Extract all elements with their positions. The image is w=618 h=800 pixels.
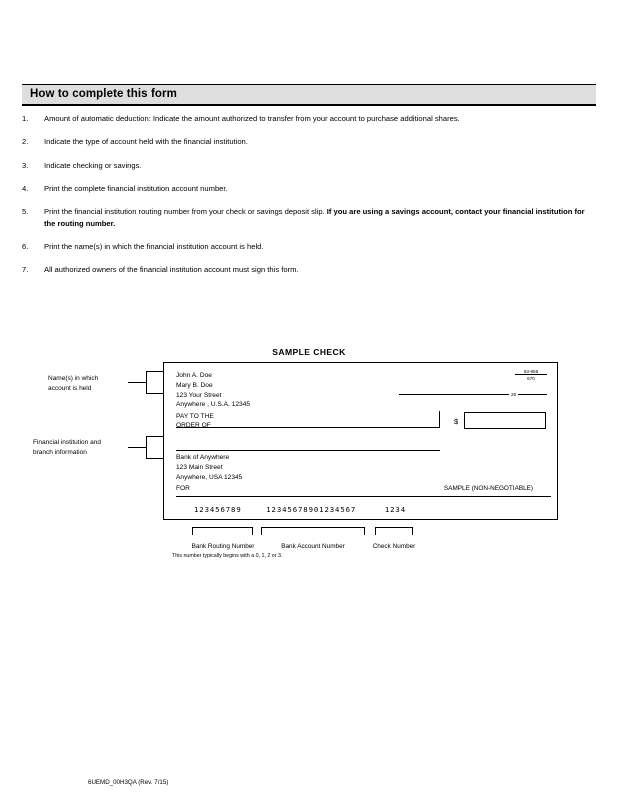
amount-box (464, 412, 546, 429)
sample-check-figure: John A. Doe Mary B. Doe 123 Your Street … (163, 362, 558, 520)
micr-line: 123456789 12345678901234567 1234 (194, 505, 406, 514)
written-amount-rule (176, 450, 440, 451)
list-item-text-plain: Indicate checking or savings. (44, 160, 142, 170)
list-item-text: Print the financial institution routing … (44, 206, 596, 230)
payer-street: 123 Your Street (176, 391, 222, 399)
bank-city-state-zip: Anywhere, USA 12345 (176, 473, 243, 481)
callout-label-names: Name(s) in which account is held (48, 374, 126, 394)
bracket-account-right (364, 527, 365, 535)
check-fraction: 63-858 670 (515, 369, 547, 381)
signature-rule (420, 496, 551, 497)
list-item: 6. Print the name(s) in which the financ… (22, 241, 596, 253)
bracket-routing-right (252, 527, 253, 535)
non-negotiable-label: SAMPLE (NON-NEGOTIABLE) (443, 485, 534, 492)
list-item-number: 3. (22, 160, 29, 170)
list-item-text-bold: If you are using a savings account, cont… (44, 207, 585, 228)
list-item: 5. Print the financial institution routi… (22, 206, 596, 230)
check-fraction-numerator: 63-858 (523, 369, 539, 374)
list-item-number: 1. (22, 114, 29, 123)
label-check-number: Check Number (372, 543, 416, 550)
form-id-footer: 6UEMD_00H3QA (Rev. 7/15) (88, 779, 169, 786)
callout-bank-line1: Financial institution and (33, 439, 101, 446)
list-item-text-plain: Print the financial institution routing … (44, 207, 327, 217)
pay-to-order-label-line2: ORDER OF (176, 422, 211, 430)
bank-street: 123 Main Street (176, 463, 223, 471)
label-account-number: Bank Account Number (281, 543, 345, 550)
micr-check-number: 1234 (384, 505, 406, 514)
micr-account-number: 12345678901234567 (266, 505, 357, 514)
bracket-account-left (261, 527, 262, 535)
check-fraction-denominator: 670 (515, 374, 547, 381)
bracket-check-right (412, 527, 413, 535)
bracket-check-left (375, 527, 376, 535)
dollar-sign-symbol: $ (454, 417, 459, 426)
callout-names-line1: Name(s) in which (48, 375, 99, 382)
payee-rule (176, 427, 440, 428)
list-item-number: 7. (22, 265, 29, 275)
list-item: 7. All authorized owners of the financia… (22, 264, 596, 276)
pay-to-order-label-line1: PAY TO THE (176, 413, 214, 420)
page-title: How to complete this form (30, 88, 177, 100)
list-item-number: 5. (22, 207, 29, 217)
payer-address-block: John A. Doe Mary B. Doe 123 Your Street … (176, 371, 250, 410)
pay-to-order-label: PAY TO THE ORDER OF (176, 412, 214, 430)
list-item-number: 6. (22, 242, 29, 252)
bank-name: Bank of Anywhere (176, 454, 230, 461)
list-item-text-plain: Indicate the type of account held with t… (44, 137, 248, 147)
callout-names-bracket-stem (146, 371, 147, 394)
callout-names-bracket-bottom (146, 393, 163, 394)
label-routing-number: Bank Routing Number (191, 543, 255, 550)
memo-rule (176, 496, 428, 497)
list-item-text-plain: Amount of automatic deduction: Indicate … (44, 114, 460, 123)
callout-label-bank: Financial institution and branch informa… (33, 438, 129, 458)
list-item: 2. Indicate the type of account held wit… (22, 136, 596, 148)
list-item-text: Indicate checking or savings. (44, 160, 596, 172)
payer-city-state-zip: Anywhere , U.S.A. 12345 (176, 401, 251, 409)
list-item-number: 2. (22, 137, 29, 147)
date-century-marker: 20 (511, 393, 517, 398)
callout-bank-leader-line (128, 447, 146, 448)
callout-bank-bracket-stem (146, 436, 147, 459)
list-item: 4. Print the complete financial institut… (22, 183, 596, 195)
callout-names-bracket-top (146, 371, 163, 372)
list-item-text: Indicate the type of account held with t… (44, 136, 596, 148)
list-item-text-plain: Print the name(s) in which the financial… (44, 242, 264, 252)
callout-names-leader-line (128, 382, 146, 383)
bracket-routing-left (192, 527, 193, 535)
list-item: 3. Indicate checking or savings. (22, 160, 596, 172)
callout-bank-bracket-bottom (146, 458, 163, 459)
list-item-text: Print the complete financial institution… (44, 183, 596, 195)
bracket-account-top (261, 527, 365, 528)
callout-bank-line2: branch information (33, 448, 87, 456)
payer-name-2: Mary B. Doe (176, 381, 213, 389)
section-header-bar: How to complete this form (22, 84, 596, 106)
list-item-text: Print the name(s) in which the financial… (44, 241, 596, 253)
date-rule-right (518, 393, 547, 395)
list-item-text: Amount of automatic deduction: Indicate … (44, 113, 596, 125)
micr-routing-number: 123456789 (194, 505, 242, 514)
routing-number-footnote: This number typically begins with a 0, 1… (172, 553, 283, 559)
instructions-list: 1. Amount of automatic deduction: Indica… (22, 113, 596, 288)
list-item-text-plain: All authorized owners of the financial i… (44, 265, 299, 275)
memo-for-label: FOR (176, 485, 190, 492)
list-item-text: All authorized owners of the financial i… (44, 264, 596, 276)
list-item-text-plain: Print the complete financial institution… (44, 183, 228, 193)
payer-name-1: John A. Doe (176, 372, 212, 379)
bracket-check-number (375, 527, 413, 536)
bracket-check-top (375, 527, 413, 528)
bracket-routing-top (192, 527, 253, 528)
bracket-account-number (261, 527, 365, 536)
list-item: 1. Amount of automatic deduction: Indica… (22, 113, 596, 125)
list-item-number: 4. (22, 183, 29, 193)
callout-bank-bracket-top (146, 436, 163, 437)
payee-end-tick (439, 411, 441, 428)
check-date-line: 20 (399, 391, 547, 398)
bank-address-block: Bank of Anywhere 123 Main Street Anywher… (176, 453, 242, 482)
bracket-routing-number (192, 527, 253, 536)
callout-names-line2: account is held (48, 384, 92, 392)
date-rule-left (399, 393, 509, 395)
sample-check-title: SAMPLE CHECK (272, 347, 346, 357)
